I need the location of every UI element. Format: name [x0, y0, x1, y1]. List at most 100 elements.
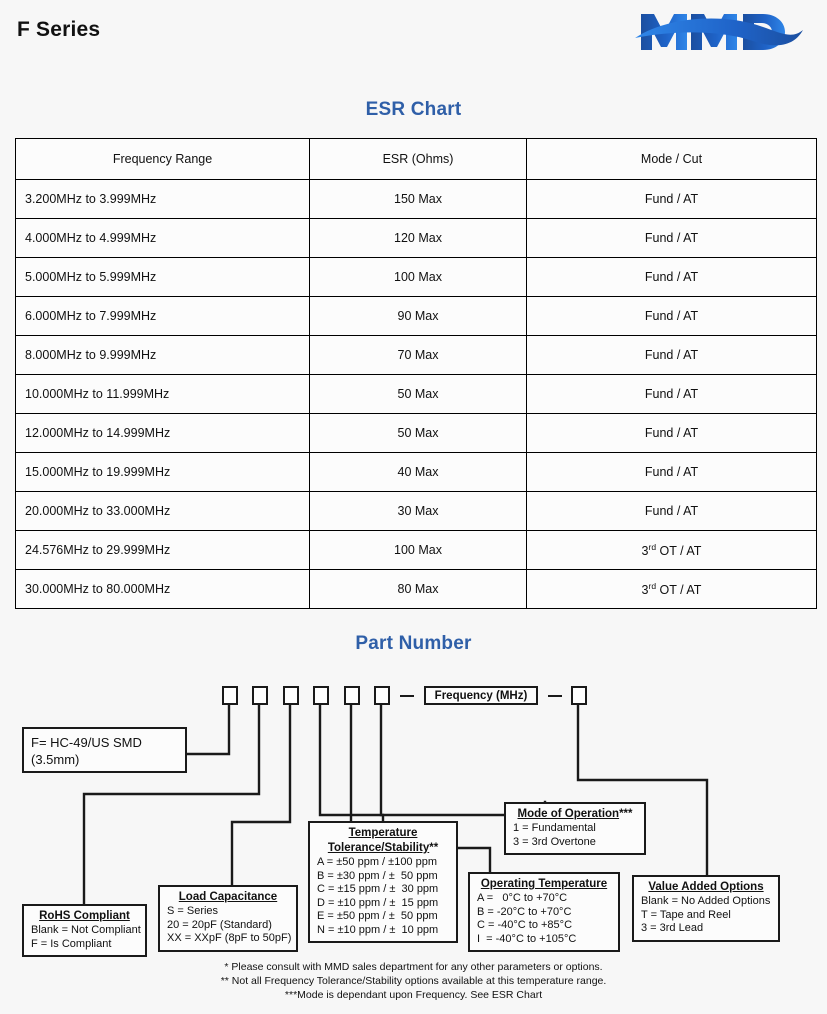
cell-frequency-range: 20.000MHz to 33.000MHz — [15, 491, 310, 531]
callout-load-capacitance-line-2: 20 = 20pF (Standard) — [167, 918, 272, 931]
callout-temp-tol-line-5: E = ±50 ppm / ± 50 ppm — [317, 910, 438, 922]
cell-frequency-range: 4.000MHz to 4.999MHz — [15, 218, 310, 258]
callout-temp-tol-line-6: N = ±10 ppm / ± 10 ppm — [317, 923, 439, 936]
cell-mode-cut: Fund / AT — [526, 257, 817, 297]
callout-package-line-2: (3.5mm) — [31, 752, 80, 767]
callout-rohs-line-2: F = Is Compliant — [31, 937, 112, 950]
cell-esr-ohms: 70 Max — [309, 335, 527, 375]
page-title: F Series — [17, 18, 101, 41]
table-header-row: Frequency Range ESR (Ohms) Mode / Cut — [15, 138, 817, 180]
cell-frequency-range: 5.000MHz to 5.999MHz — [15, 257, 310, 297]
callout-load-capacitance-line-3: XX = XXpF (8pF to 50pF) — [167, 932, 292, 944]
part-number-slot-2[interactable] — [252, 686, 268, 705]
callout-value-added-options: Value Added Options Blank = No Added Opt… — [632, 875, 780, 942]
callout-temp-tol-line-2: B = ±30 ppm / ± 50 ppm — [317, 869, 438, 882]
footnote-1: * Please consult with MMD sales departme… — [224, 961, 603, 973]
callout-operating-temperature: Operating Temperature A = 0°C to +70°C B… — [468, 872, 620, 952]
separator-dash-2 — [548, 695, 562, 698]
callout-op-temp-line-4: I = -40°C to +105°C — [477, 932, 577, 945]
callout-op-temp-line-1: A = 0°C to +70°C — [477, 892, 568, 904]
cell-esr-ohms: 100 Max — [309, 257, 527, 297]
callout-operating-temperature-title: Operating Temperature — [480, 878, 608, 890]
cell-frequency-range: 3.200MHz to 3.999MHz — [15, 179, 310, 219]
callout-mode-of-operation-title: Mode of Operation*** — [517, 808, 633, 820]
callout-rohs-title: RoHS Compliant — [39, 910, 130, 922]
callout-load-capacitance-title: Load Capacitance — [178, 891, 278, 903]
callout-value-added-options-title: Value Added Options — [648, 881, 764, 893]
callout-vao-line-1: Blank = No Added Options — [641, 895, 771, 907]
cell-esr-ohms: 120 Max — [309, 218, 527, 258]
column-header-mode-cut: Mode / Cut — [526, 138, 817, 180]
callout-op-temp-line-3: C = -40°C to +85°C — [477, 919, 573, 931]
cell-mode-cut: Fund / AT — [526, 179, 817, 219]
callout-temperature-tolerance: Temperature Tolerance/Stability** A = ±5… — [308, 821, 458, 943]
column-header-esr-ohms: ESR (Ohms) — [309, 138, 527, 180]
part-number-diagram: Frequency (MHz) F= HC-49/US SMD (3.5mm) … — [0, 660, 827, 1014]
cell-frequency-range: 10.000MHz to 11.999MHz — [15, 374, 310, 414]
cell-mode-cut: 3rd OT / AT — [526, 530, 817, 570]
cell-esr-ohms: 50 Max — [309, 413, 527, 453]
callout-temp-tol-line-4: D = ±10 ppm / ± 15 ppm — [317, 896, 439, 909]
cell-mode-cut: Fund / AT — [526, 335, 817, 375]
esr-table: Frequency Range ESR (Ohms) Mode / Cut 3.… — [15, 138, 817, 609]
part-number-slot-7[interactable] — [571, 686, 587, 705]
part-number-slot-4[interactable] — [313, 686, 329, 705]
callout-rohs-line-1: Blank = Not Compliant — [31, 924, 141, 936]
cell-esr-ohms: 100 Max — [309, 530, 527, 570]
cell-frequency-range: 15.000MHz to 19.999MHz — [15, 452, 310, 492]
cell-frequency-range: 24.576MHz to 29.999MHz — [15, 530, 310, 570]
cell-mode-cut: Fund / AT — [526, 452, 817, 492]
column-header-frequency-range: Frequency Range — [15, 138, 310, 180]
part-number-heading: Part Number — [355, 633, 472, 654]
callout-vao-line-2: T = Tape and Reel — [641, 908, 731, 921]
callout-vao-line-3: 3 = 3rd Lead — [641, 922, 704, 934]
cell-frequency-range: 8.000MHz to 9.999MHz — [15, 335, 310, 375]
cell-mode-cut: Fund / AT — [526, 491, 817, 531]
footnote-2: ** Not all Frequency Tolerance/Stability… — [220, 975, 607, 987]
separator-dash-1 — [400, 695, 414, 698]
callout-rohs-compliant: RoHS Compliant Blank = Not Compliant F =… — [22, 904, 147, 957]
cell-esr-ohms: 40 Max — [309, 452, 527, 492]
part-number-slot-6[interactable] — [374, 686, 390, 705]
mmd-logo — [633, 8, 805, 56]
callout-temperature-tolerance-stars: ** — [429, 842, 439, 854]
cell-mode-cut: Fund / AT — [526, 374, 817, 414]
page-header: F Series — [0, 0, 827, 70]
footnote-3: ***Mode is dependant upon Frequency. See… — [284, 989, 543, 1001]
part-number-slot-5[interactable] — [344, 686, 360, 705]
frequency-field[interactable]: Frequency (MHz) — [424, 686, 538, 705]
callout-package-line-1: F= HC-49/US SMD — [31, 735, 142, 750]
part-number-slot-1[interactable] — [222, 686, 238, 705]
cell-esr-ohms: 150 Max — [309, 179, 527, 219]
cell-mode-cut: Fund / AT — [526, 296, 817, 336]
callout-temp-tol-line-1: A = ±50 ppm / ±100 ppm — [317, 856, 438, 868]
callout-mode-of-operation-stars: *** — [619, 808, 633, 820]
cell-mode-cut: 3rd OT / AT — [526, 569, 817, 609]
footnotes: * Please consult with MMD sales departme… — [0, 960, 827, 1002]
cell-frequency-range: 12.000MHz to 14.999MHz — [15, 413, 310, 453]
cell-frequency-range: 30.000MHz to 80.000MHz — [15, 569, 310, 609]
callout-load-capacitance-line-1: S = Series — [167, 905, 219, 917]
cell-frequency-range: 6.000MHz to 7.999MHz — [15, 296, 310, 336]
part-number-slot-3[interactable] — [283, 686, 299, 705]
callout-mode-line-2: 3 = 3rd Overtone — [513, 835, 596, 848]
cell-esr-ohms: 30 Max — [309, 491, 527, 531]
callout-mode-line-1: 1 = Fundamental — [513, 822, 596, 834]
callout-temperature-tolerance-title-1: Temperature — [348, 827, 418, 839]
cell-esr-ohms: 90 Max — [309, 296, 527, 336]
callout-package: F= HC-49/US SMD (3.5mm) — [22, 727, 187, 773]
cell-mode-cut: Fund / AT — [526, 413, 817, 453]
callout-op-temp-line-2: B = -20°C to +70°C — [477, 905, 572, 918]
callout-load-capacitance: Load Capacitance S = Series 20 = 20pF (S… — [158, 885, 298, 952]
